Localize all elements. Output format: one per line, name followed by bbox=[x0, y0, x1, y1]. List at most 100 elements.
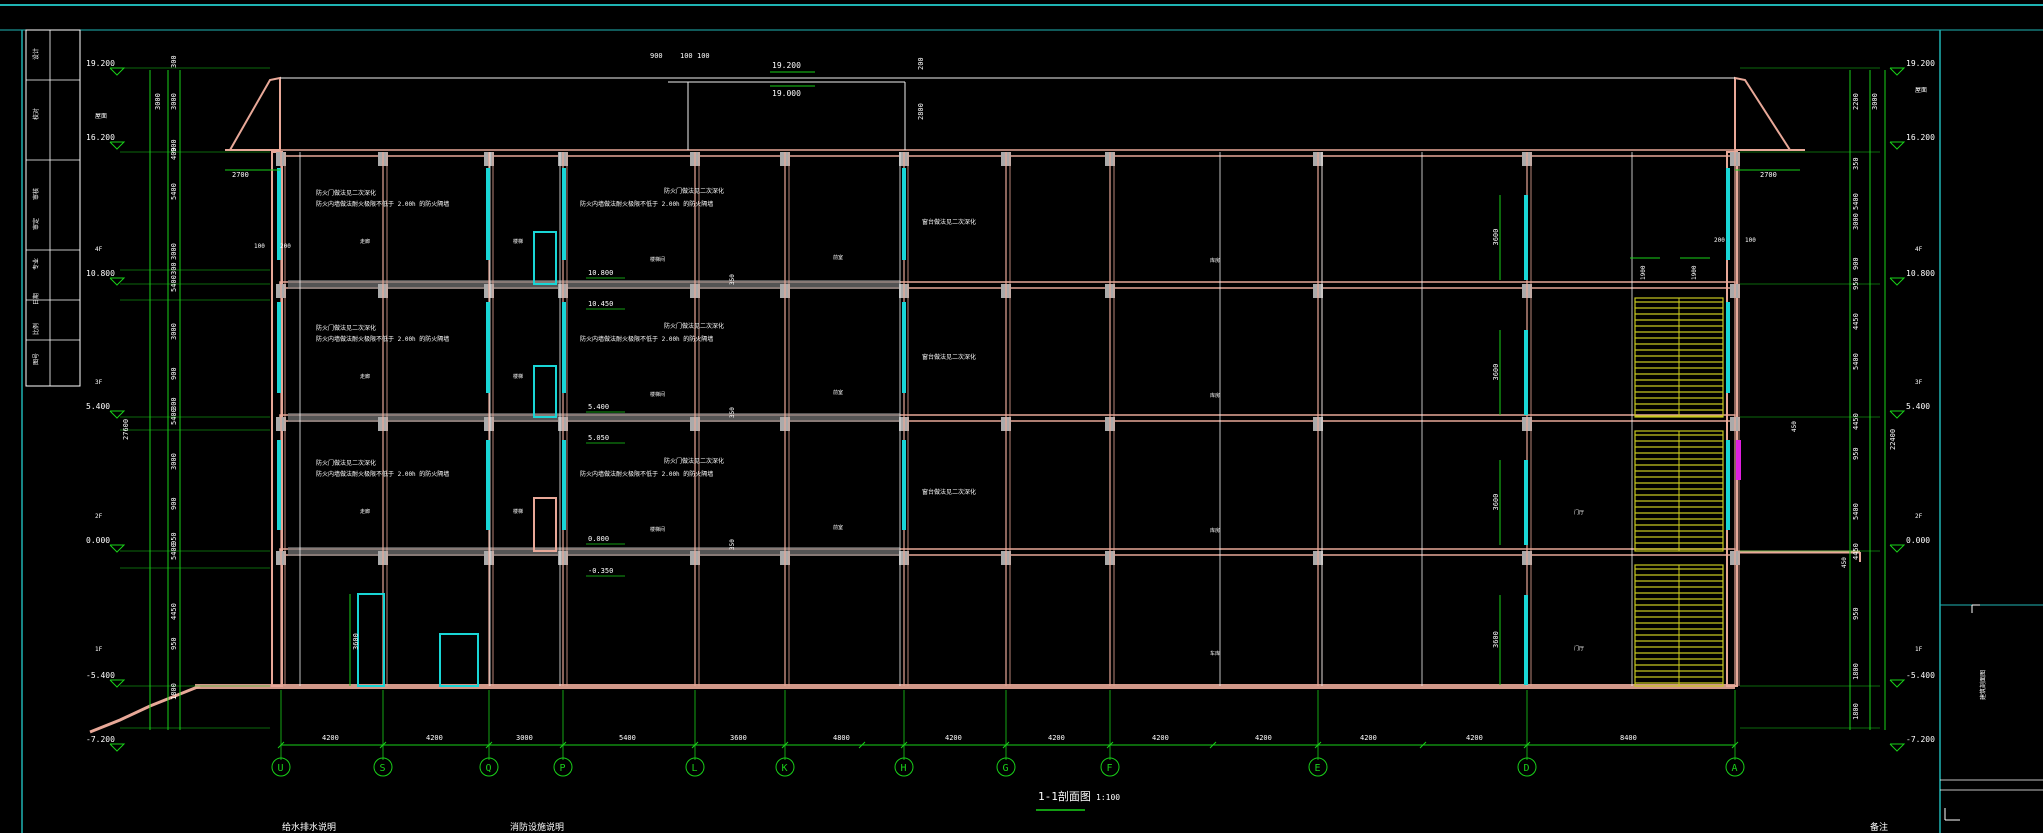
door bbox=[533, 365, 557, 418]
elevation-symbol bbox=[109, 410, 126, 419]
window bbox=[562, 302, 566, 393]
grid-axis-label: S bbox=[380, 763, 386, 774]
elevation-symbol bbox=[109, 141, 126, 150]
elevation-symbol bbox=[1889, 544, 1906, 553]
left-floor-label: 3F bbox=[95, 379, 103, 386]
right-dim-outer: 22400 bbox=[1889, 429, 1897, 450]
window bbox=[1726, 168, 1730, 260]
dim-tick bbox=[559, 741, 567, 749]
elevation-symbol bbox=[1889, 67, 1906, 76]
right-roof-label: 屋面 bbox=[1915, 87, 1927, 94]
note-fire-door: 防火门做法见二次深化 bbox=[316, 459, 376, 467]
grid-bubble bbox=[271, 757, 291, 777]
window-dim: 3600 bbox=[1492, 631, 1500, 648]
room-label: 库房 bbox=[1210, 392, 1220, 399]
grid-axis-label: H bbox=[901, 763, 907, 774]
side-panel-label: 比例 bbox=[32, 323, 40, 335]
bottom-dim: 8400 bbox=[1620, 734, 1637, 742]
grid-bubble bbox=[553, 757, 573, 777]
right-dim: 4450 bbox=[1852, 313, 1860, 330]
room-label: 门厅 bbox=[1574, 645, 1584, 652]
left-floor-label: 1F bbox=[95, 646, 103, 653]
note-fire-door: 防火门做法见二次深化 bbox=[316, 324, 376, 332]
left-elevation: 19.200 bbox=[86, 59, 115, 68]
elevation-symbol bbox=[1889, 141, 1906, 150]
right-dim: 5400 bbox=[1852, 503, 1860, 520]
grid-bubble bbox=[479, 757, 499, 777]
top-dim: 200 bbox=[917, 57, 925, 70]
dim-tick bbox=[1419, 741, 1427, 749]
grid-axis-label: A bbox=[1732, 763, 1738, 774]
right-elevation: -5.400 bbox=[1906, 671, 1935, 680]
side-panel-label: 图号 bbox=[33, 353, 40, 365]
grid-bubble bbox=[1308, 757, 1328, 777]
room-label: 走廊 bbox=[360, 508, 370, 515]
window bbox=[1524, 595, 1528, 685]
left-dim: 300 bbox=[170, 397, 178, 410]
bottom-note-1: 给水排水说明 bbox=[282, 821, 336, 833]
room-label: 楼梯 bbox=[513, 373, 523, 380]
bottom-dim: 4200 bbox=[1255, 734, 1272, 742]
left-dim: 900 bbox=[170, 139, 178, 152]
window bbox=[1524, 330, 1528, 415]
grid-axis-label: Q bbox=[486, 763, 492, 774]
left-dim-outer: 27600 bbox=[122, 419, 130, 440]
right-dim: 950 bbox=[1852, 447, 1860, 460]
top-elevation: 19.000 bbox=[772, 89, 801, 98]
bottom-dim: 4200 bbox=[1466, 734, 1483, 742]
room-label: 门厅 bbox=[1574, 509, 1584, 516]
window bbox=[902, 302, 906, 393]
eave-dim: 2700 bbox=[232, 171, 249, 179]
small-dim: 350 bbox=[729, 539, 736, 550]
right-dim: 5400 bbox=[1852, 193, 1860, 210]
slab-hatch bbox=[288, 280, 900, 289]
stair-dim: 1900 bbox=[1691, 265, 1698, 280]
small-dim: 350 bbox=[729, 274, 736, 285]
annotations: 防火门做法见二次深化 防火内墙做法耐火极限不低于 2.00h 的防火隔墙防火门做法… bbox=[316, 187, 1848, 686]
room-label: 走廊 bbox=[360, 373, 370, 380]
left-parapet bbox=[229, 76, 281, 151]
dim-tick bbox=[1106, 741, 1114, 749]
right-dim: 1800 bbox=[1852, 663, 1860, 680]
dim-tick bbox=[1314, 741, 1322, 749]
room-label: 楼梯 bbox=[513, 238, 523, 245]
right-dim: 5400 bbox=[1852, 353, 1860, 370]
note-fire-wall: 防火内墙做法耐火极限不低于 2.00h 的防火隔墙 bbox=[580, 200, 713, 208]
bottom-dim: 5400 bbox=[619, 734, 636, 742]
elevation-symbol bbox=[109, 544, 126, 553]
window bbox=[562, 168, 566, 260]
elevation-symbol bbox=[1889, 743, 1906, 752]
grid-axis-label: P bbox=[560, 763, 566, 774]
window bbox=[1726, 440, 1730, 530]
window bbox=[1524, 195, 1528, 280]
dim-tick bbox=[277, 741, 285, 749]
left-dim: 300 bbox=[170, 55, 178, 68]
left-dim: 3000 bbox=[170, 453, 178, 470]
grid-bubble bbox=[1725, 757, 1745, 777]
room-label: 走廊 bbox=[360, 238, 370, 245]
bottom-dim: 4200 bbox=[426, 734, 443, 742]
mid-elevation: -0.350 bbox=[588, 567, 613, 575]
dim-tick bbox=[1209, 741, 1217, 749]
right-floor-label: 3F bbox=[1915, 379, 1923, 386]
note-window: 窗台做法见二次深化 bbox=[922, 218, 976, 226]
side-panel-label: 设计 bbox=[32, 48, 40, 60]
grid-bubble bbox=[373, 757, 393, 777]
eave-dim: 100 bbox=[254, 243, 265, 250]
eave-dim: 200 bbox=[280, 243, 291, 250]
window bbox=[486, 302, 490, 393]
bottom-note-3: 备注 bbox=[1870, 821, 1888, 833]
grid-axis-label: K bbox=[782, 763, 788, 774]
side-panel-label: 日期 bbox=[32, 293, 40, 305]
note-window: 窗台做法见二次深化 bbox=[922, 353, 976, 361]
bottom-dim: 4800 bbox=[833, 734, 850, 742]
bottom-dim: 3600 bbox=[730, 734, 747, 742]
dim-tick bbox=[1002, 741, 1010, 749]
left-dim: 400 bbox=[170, 147, 178, 160]
right-elevation: 10.800 bbox=[1906, 269, 1935, 278]
window bbox=[562, 440, 566, 530]
grid-axis-label: D bbox=[1524, 763, 1530, 774]
room-label: 前室 bbox=[833, 524, 843, 531]
dim-tick bbox=[379, 741, 387, 749]
